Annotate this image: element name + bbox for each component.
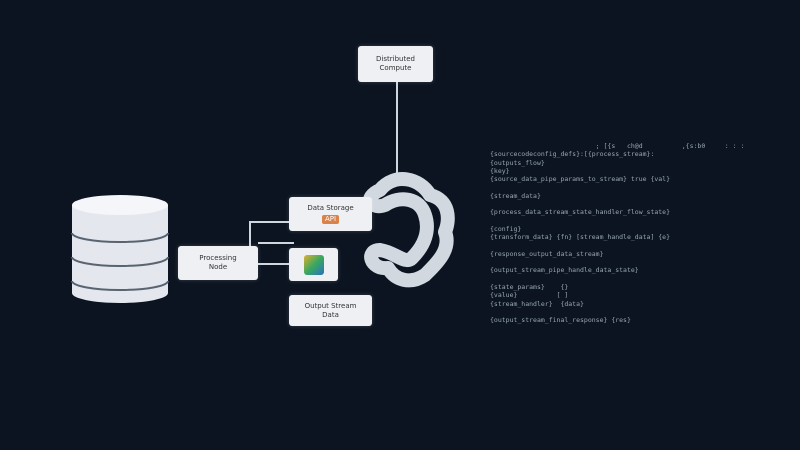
- top-node[interactable]: Distributed Compute: [358, 46, 433, 82]
- output-node-line2: Data: [322, 310, 339, 319]
- api-badge: API: [321, 215, 340, 224]
- code-panel: ; [{s ch@d ,{s:b0 : : :{sourcecodeconfig…: [490, 142, 744, 325]
- code-line: {value} [ ]: [490, 291, 569, 300]
- top-node-line1: Distributed: [376, 55, 415, 63]
- code-line: {sourcecodeconfig_defs}:[{process_stream…: [490, 150, 655, 159]
- code-line: [490, 200, 744, 208]
- output-node-line1: Output Stream: [304, 301, 357, 310]
- chart-icon: [303, 254, 324, 275]
- connector: [258, 263, 289, 265]
- code-line: {response_output_data_stream}: [490, 249, 604, 258]
- storage-node-line1: Data Storage: [307, 204, 354, 212]
- process-node-line1: Processing: [199, 254, 237, 262]
- connector: [258, 242, 294, 244]
- cloud-ring-icon: [363, 172, 455, 288]
- code-line: {source_data_pipe_params_to_stream} true…: [490, 175, 671, 184]
- code-line: {process_data_stream_state_handler_flow_…: [490, 208, 671, 217]
- process-node-line2: Node: [208, 263, 228, 271]
- code-line: [490, 217, 744, 225]
- code-line: {key}: [490, 166, 510, 175]
- code-line: {outputs_flow}: [490, 158, 545, 167]
- code-line: {state_params} {}: [490, 283, 569, 292]
- code-line: [490, 258, 744, 266]
- code-line: [490, 308, 744, 316]
- connector: [396, 82, 398, 178]
- code-line: [490, 242, 744, 250]
- code-line: {output_stream_pipe_handle_data_state}: [490, 266, 639, 275]
- code-line: {stream_data}: [490, 191, 541, 200]
- connector: [249, 221, 289, 223]
- code-line: ; [{s ch@d ,{s:b0 : : :: [490, 142, 745, 150]
- code-line: {config}: [490, 224, 522, 233]
- code-line: [490, 275, 744, 283]
- icon-node[interactable]: [289, 248, 338, 281]
- top-node-line2: Compute: [379, 64, 412, 72]
- code-line: {transform_data} {fn} [stream_handle_dat…: [490, 233, 671, 242]
- process-node[interactable]: Processing Node: [178, 246, 258, 280]
- storage-node[interactable]: Data Storage API: [289, 197, 372, 231]
- code-line: {stream_handler} {data}: [490, 299, 584, 308]
- connector: [249, 221, 251, 247]
- code-line: {output_stream_final_response} {res}: [490, 316, 631, 325]
- database-icon: [71, 195, 169, 303]
- output-node[interactable]: Output Stream Data: [289, 295, 372, 326]
- code-line: [490, 183, 744, 191]
